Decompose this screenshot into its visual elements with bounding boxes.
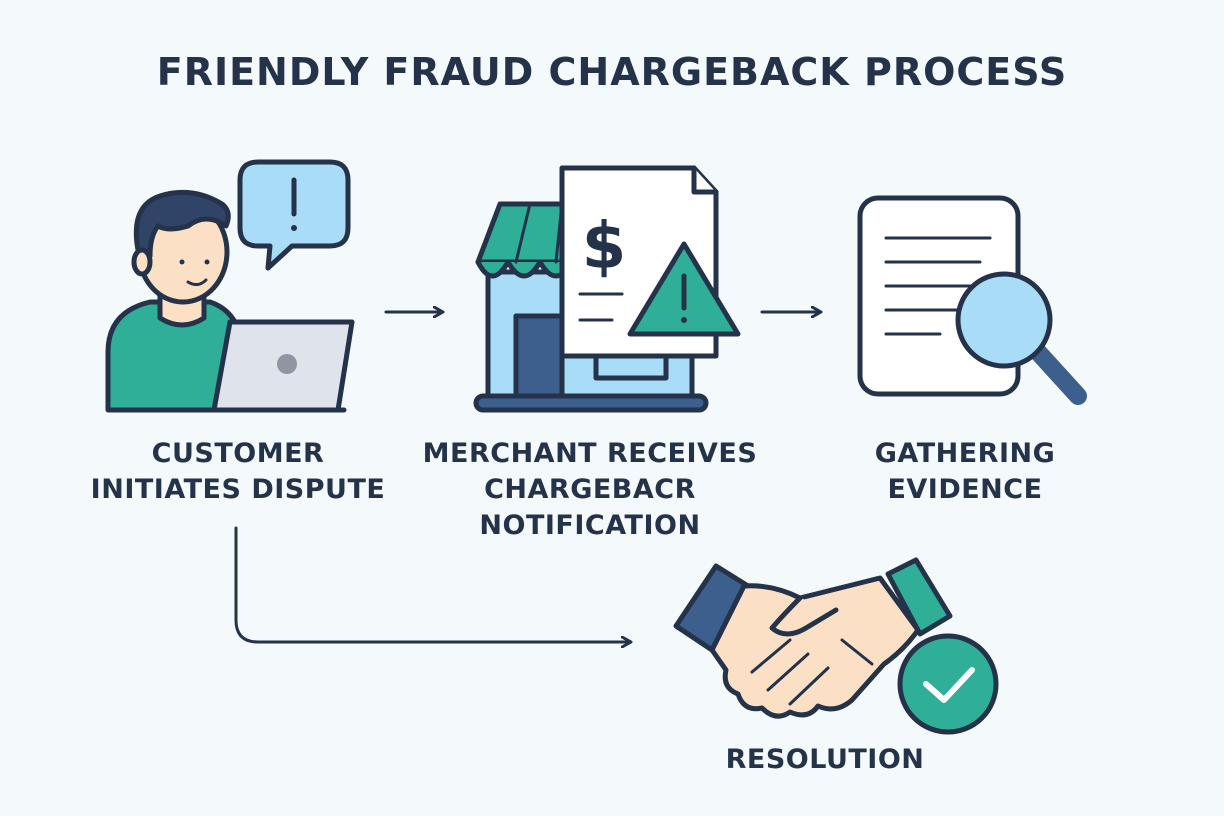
handshake-check-icon — [673, 557, 999, 735]
step-label-line: CUSTOMER — [151, 438, 325, 469]
diagram-title: FRIENDLY FRAUD CHARGEBACK PROCESS — [156, 50, 1068, 94]
step-label-line: NOTIFICATION — [479, 510, 701, 541]
step-label-line: CHARGEBACR — [484, 474, 696, 505]
step-label-evidence: GATHERING EVIDENCE — [830, 436, 1100, 508]
arrow-customer-to-resolution — [234, 526, 630, 642]
step-label-line: EVIDENCE — [887, 474, 1043, 505]
svg-text:$: $ — [582, 210, 627, 284]
warning-triangle-icon — [627, 241, 741, 337]
step-label-customer: CUSTOMER INITIATES DISPUTE — [88, 436, 388, 508]
step-label-line: MERCHANT RECEIVES — [422, 438, 758, 469]
step-label-line: GATHERING — [874, 438, 1056, 469]
step-label-resolution: RESOLUTION — [680, 742, 970, 778]
customer-laptop-icon — [105, 159, 355, 413]
step-label-line: RESOLUTION — [725, 744, 925, 775]
magnifier-icon — [955, 271, 1087, 405]
document-magnifier-icon — [857, 195, 1087, 405]
alert-speech-bubble-icon — [237, 159, 351, 271]
check-badge-icon — [897, 633, 999, 735]
step-label-line: INITIATES DISPUTE — [90, 474, 386, 505]
step-label-merchant: MERCHANT RECEIVES CHARGEBACR NOTIFICATIO… — [400, 436, 780, 544]
store-chargeback-icon: $ — [473, 165, 741, 413]
